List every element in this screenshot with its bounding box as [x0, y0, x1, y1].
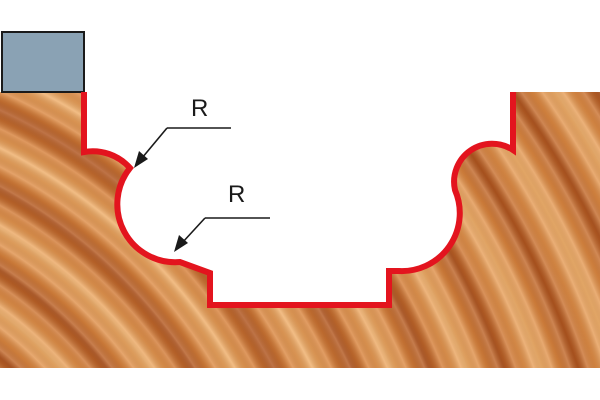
upper-arrow-icon [134, 151, 148, 168]
bearing-guide-block [1, 31, 85, 93]
router-bit-profile-line [81, 92, 516, 308]
wood-grain-texture [0, 92, 600, 368]
lower-radius-label: R [228, 181, 245, 208]
lower-arrow-icon [174, 235, 188, 252]
upper-radius-callout: R [134, 95, 231, 168]
lower-leader-line-diagonal [181, 217, 206, 244]
lower-radius-callout: R [174, 181, 270, 252]
upper-leader-line-diagonal [141, 127, 168, 159]
upper-radius-label: R [191, 95, 208, 122]
